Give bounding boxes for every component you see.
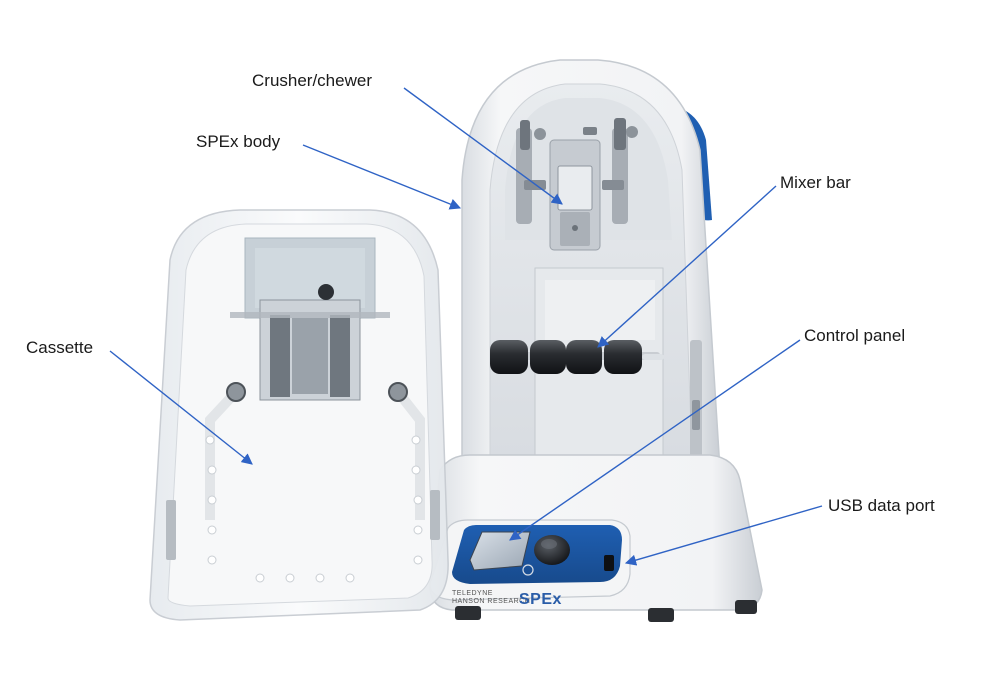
power-button	[522, 564, 534, 576]
annotation-arrows	[109, 87, 823, 566]
label-control-panel: Control panel	[804, 326, 906, 345]
label-cassette: Cassette	[26, 338, 94, 357]
label-usb-data-port: USB data port	[828, 496, 935, 515]
cassette-latch	[166, 500, 176, 560]
label-mixer-bar: Mixer bar	[780, 173, 851, 192]
brand-line-2: HANSON RESEARCH	[452, 597, 531, 605]
arrow-crusher	[403, 87, 563, 205]
foot-middle	[648, 608, 674, 622]
foot-right	[735, 600, 757, 614]
crusher-chewer	[549, 139, 601, 251]
usb-port	[604, 555, 614, 571]
roller-3	[566, 340, 602, 374]
arrow-cassette	[109, 350, 253, 465]
foot-left	[455, 606, 481, 620]
hinge-left	[226, 382, 246, 402]
arrow-control	[509, 339, 801, 541]
spex-body	[429, 59, 763, 622]
side-bolts	[205, 435, 423, 583]
teledyne-logo-text: TELEDYNE HANSON RESEARCH	[452, 590, 530, 605]
sensor-window	[583, 127, 597, 135]
arrow-usb	[624, 505, 823, 566]
roller-2	[530, 340, 566, 374]
roller-1	[490, 340, 528, 374]
label-spex-body: SPEx body	[196, 132, 281, 151]
cassette	[149, 209, 449, 621]
mixer-bar	[490, 340, 664, 374]
control-panel	[429, 519, 631, 601]
arrow-mixer	[597, 185, 777, 348]
brand-line-1: TELEDYNE	[452, 590, 493, 597]
touch-screen	[469, 531, 531, 571]
hinge-right	[388, 382, 408, 402]
label-crusher-chewer: Crusher/chewer	[252, 71, 372, 90]
spex-product-badge: SPEx	[519, 591, 562, 608]
arrow-body	[302, 144, 462, 210]
mixer-plate-highlight	[545, 280, 655, 340]
cassette-knob	[318, 284, 334, 300]
roller-4	[604, 340, 642, 374]
crusher-arm-right	[602, 118, 638, 224]
